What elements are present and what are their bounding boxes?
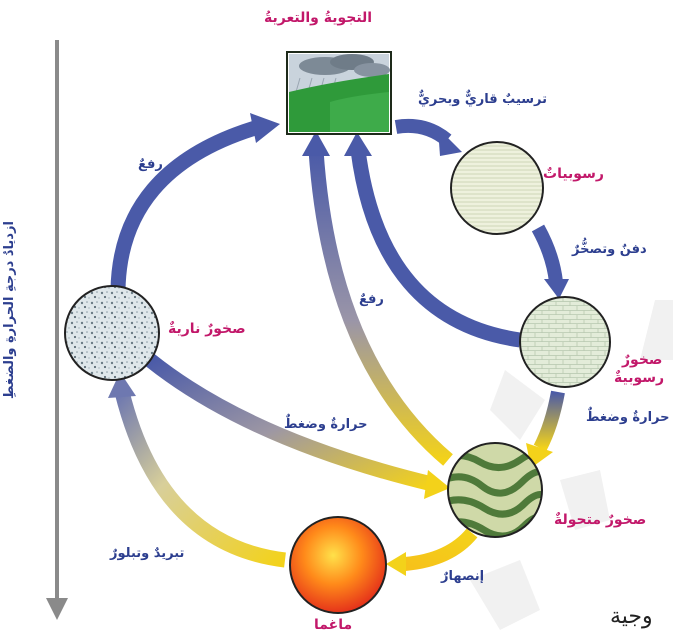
meta-to-weathering-arrow xyxy=(308,149,453,466)
melting-arrow xyxy=(404,528,478,571)
axis-label: ازديادُ درجةِ الحرارةِ والضغطِ xyxy=(2,221,17,399)
uplift-center-arrowhead xyxy=(344,132,372,156)
corner-text: وجية xyxy=(610,604,653,629)
sedimentary-rock-circle xyxy=(519,296,611,388)
magma-label: ماغما xyxy=(314,617,353,633)
heat-pressure-left-label: حرارةٌ وضغطٌ xyxy=(284,417,368,432)
weathering-box xyxy=(286,51,392,135)
uplift-left-label: رفعٌ xyxy=(138,157,163,172)
deposition-arrowhead xyxy=(438,128,462,156)
igneous-to-meta-arrow xyxy=(145,354,434,492)
sed-to-meta-arrow xyxy=(533,390,565,452)
metamorphic-rock-label: صخورٌ متحولةٌ xyxy=(554,512,647,528)
magma-circle xyxy=(289,516,387,614)
cycle-arrows xyxy=(108,113,569,576)
sedimentary-rock-label-line2: رسوبيةٌ xyxy=(614,370,665,386)
sediments-circle xyxy=(450,141,544,235)
cooling-arrowhead xyxy=(108,372,136,398)
igneous-to-meta-arrowhead xyxy=(424,470,450,499)
metamorphic-rock-circle xyxy=(447,442,543,538)
weathering-label: التجويةُ والتعريةُ xyxy=(264,10,373,26)
heat-pressure-right-label: حرارةٌ وضغطٌ xyxy=(586,410,670,425)
igneous-rock-circle xyxy=(64,285,160,381)
igneous-rock-label: صخورٌ ناريةٌ xyxy=(168,321,246,337)
melting-arrowhead xyxy=(386,552,406,576)
sediments-label: رسوبياتٌ xyxy=(543,166,604,182)
watermark xyxy=(470,300,673,630)
burial-arrow xyxy=(531,224,563,283)
uplift-center-label: رفعٌ xyxy=(359,292,384,307)
uplift-left-arrow xyxy=(110,120,258,291)
burial-arrowhead xyxy=(544,279,569,299)
uplift-center-arrow xyxy=(350,149,522,348)
cooling-label: تبريدٌ وتبلورٌ xyxy=(110,546,185,561)
meta-to-weathering-arrowhead xyxy=(302,131,330,156)
cooling-arrow xyxy=(114,390,286,568)
axis-arrow xyxy=(46,40,68,620)
uplift-left-arrowhead xyxy=(250,113,280,143)
sedimentary-rock-label-line1: صخورٌ xyxy=(622,352,663,368)
melting-label: إنصهارٌ xyxy=(441,569,485,584)
burial-label: دفنٌ وتصخُّرٌ xyxy=(572,242,647,257)
deposition-label: ترسيبٌ قاريٌّ وبحريٌّ xyxy=(418,92,547,107)
